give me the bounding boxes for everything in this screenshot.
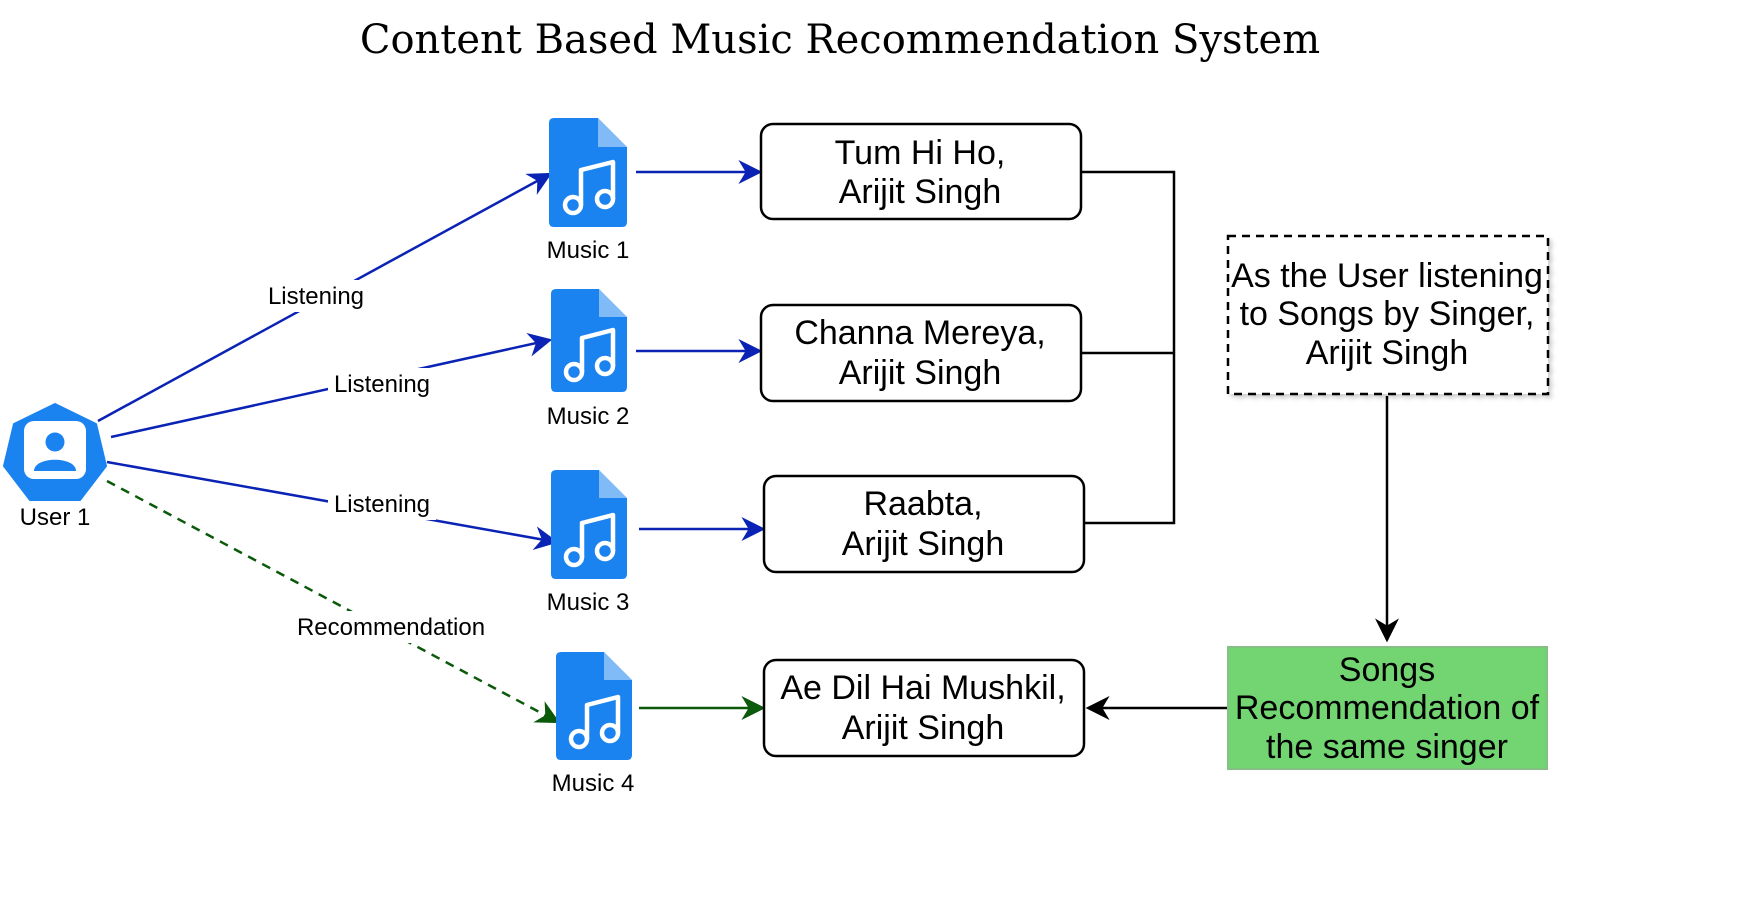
music-label-2: Music 2: [547, 403, 630, 430]
edge-label-bg: [328, 368, 436, 400]
user-node[interactable]: User 1: [3, 403, 107, 531]
music-node-1[interactable]: Music 1: [547, 118, 630, 264]
edge-label-bg: [262, 280, 370, 312]
music-node-4[interactable]: Music 4: [552, 652, 635, 797]
song-box-1[interactable]: Tum Hi Ho, Arijit Singh: [759, 122, 1083, 221]
edge-label-bg: [328, 488, 436, 520]
song-singer-3: Arijit Singh: [842, 525, 1005, 563]
song-box-2[interactable]: Channa Mereya, Arijit Singh: [759, 303, 1083, 403]
singer-note-box: As the User listening to Songs by Singer…: [1226, 234, 1550, 396]
music-node-2[interactable]: Music 2: [547, 289, 630, 430]
edge-label-recommendation: Recommendation: [297, 614, 485, 641]
song-title-4: Ae Dil Hai Mushkil,: [780, 669, 1065, 707]
song-singer-1: Arijit Singh: [839, 173, 1002, 211]
user-hexagon-icon: [3, 403, 107, 501]
music-file-icon: [549, 118, 627, 227]
music-file-icon: [551, 470, 627, 579]
music-label-4: Music 4: [552, 770, 635, 797]
song-box-4[interactable]: Ae Dil Hai Mushkil, Arijit Singh: [762, 658, 1086, 758]
song-title-1: Tum Hi Ho,: [835, 134, 1006, 172]
song-singer-2: Arijit Singh: [839, 354, 1002, 392]
recommend-line-1: Songs: [1339, 651, 1435, 689]
recommendation-box[interactable]: Songs Recommendation of the same singer: [1227, 646, 1548, 770]
edge-label-listening-2: Listening: [334, 371, 430, 398]
song-box-3[interactable]: Raabta, Arijit Singh: [762, 474, 1086, 574]
note-line-2: to Songs by Singer,: [1240, 295, 1535, 333]
music-file-icon: [556, 652, 632, 760]
recommend-line-2: Recommendation of: [1235, 689, 1540, 727]
song-title-2: Channa Mereya,: [794, 314, 1045, 352]
edge-label-listening-1: Listening: [268, 283, 364, 310]
song-group-bracket: [1082, 170, 1176, 525]
diagram-title: Content Based Music Recommendation Syste…: [360, 17, 1320, 63]
song-title-3: Raabta,: [863, 485, 982, 523]
user-label: User 1: [20, 504, 91, 531]
music-label-1: Music 1: [547, 237, 630, 264]
music-node-3[interactable]: Music 3: [547, 470, 630, 616]
edge-user-music4-recommendation: [106, 479, 561, 724]
note-line-3: Arijit Singh: [1306, 334, 1469, 372]
edge-label-bg: [290, 611, 492, 643]
music-file-icon: [551, 289, 627, 392]
song-singer-4: Arijit Singh: [842, 709, 1005, 747]
edge-label-listening-3: Listening: [334, 491, 430, 518]
note-line-1: As the User listening: [1231, 257, 1543, 295]
music-label-3: Music 3: [547, 589, 630, 616]
recommend-line-3: the same singer: [1266, 728, 1508, 766]
